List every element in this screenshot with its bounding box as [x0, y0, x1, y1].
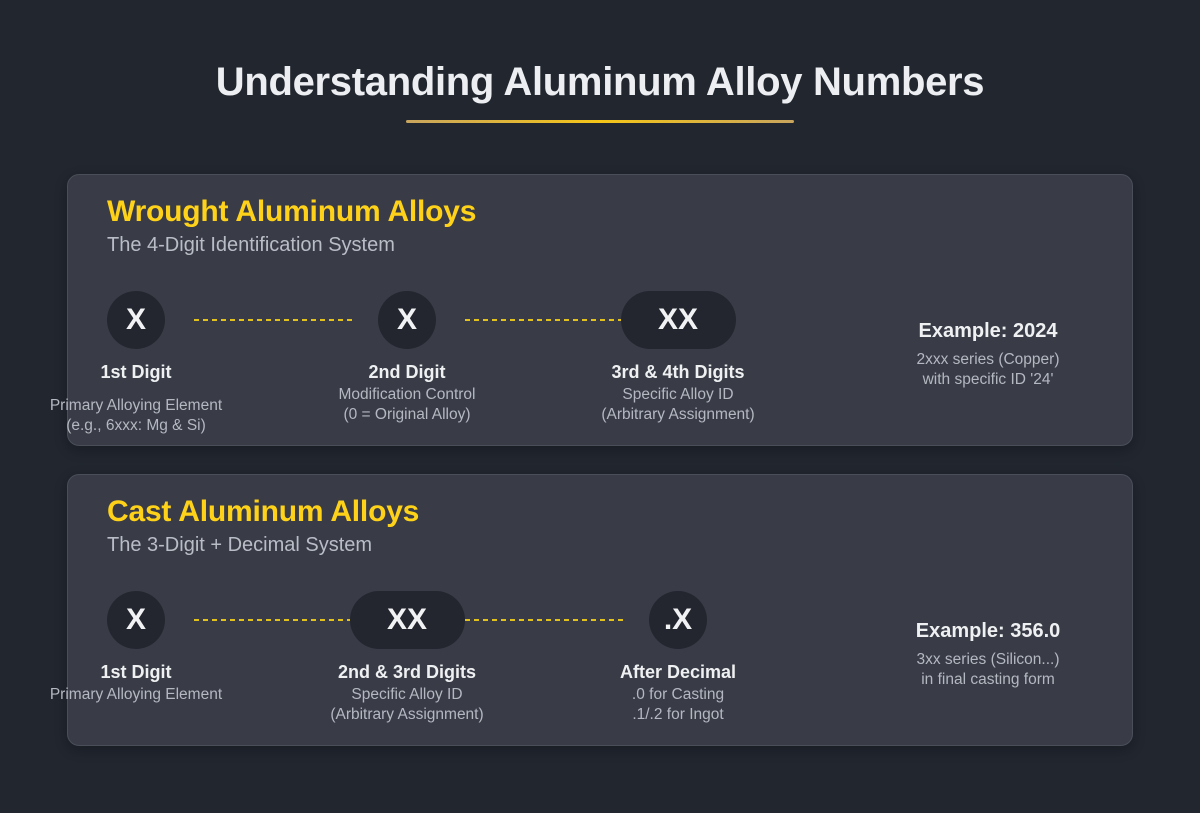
cast-example: Example: 356.0 3xx series (Silicon...) i…: [868, 618, 1108, 690]
example-title: Example: 2024: [918, 320, 1058, 342]
example-description: 2xxx series (Copper): [916, 351, 1060, 368]
wrought-digit-1: X 1st Digit Primary Alloying Element (e.…: [16, 291, 256, 436]
cast-digits-2-3: XX 2nd & 3rd Digits Specific Alloy ID (A…: [287, 591, 527, 725]
digit-description: Specific Alloy ID: [351, 686, 463, 703]
digit-description: Primary Alloying Element: [49, 397, 223, 414]
digit-description: .0 for Casting: [631, 686, 725, 703]
cast-decimal-digit: .X After Decimal .0 for Casting .1/.2 fo…: [558, 591, 798, 725]
example-title: Example: 356.0: [915, 620, 1061, 642]
digit-description: (Arbitrary Assignment): [601, 406, 755, 423]
example-description: 3xx series (Silicon...): [916, 651, 1060, 668]
wrought-alloys-card: Wrought Aluminum Alloys The 4-Digit Iden…: [50, 174, 1133, 446]
digit-badge: X: [107, 591, 165, 649]
cast-heading: Cast Aluminum Alloys: [107, 495, 420, 528]
digit-badge: X: [378, 291, 436, 349]
wrought-digits-3-4: XX 3rd & 4th Digits Specific Alloy ID (A…: [558, 291, 798, 425]
cast-alloys-card: Cast Aluminum Alloys The 3-Digit + Decim…: [50, 474, 1133, 746]
digit-label: 3rd & 4th Digits: [611, 362, 745, 382]
digit-description: (Arbitrary Assignment): [330, 706, 484, 723]
digit-label: 1st Digit: [100, 362, 172, 382]
dashed-connector: [465, 319, 625, 321]
example-description: in final casting form: [921, 671, 1055, 688]
cast-digit-1: X 1st Digit Primary Alloying Element: [16, 591, 256, 705]
example-description: with specific ID '24': [922, 371, 1054, 388]
title-underline-divider: [406, 120, 794, 123]
dashed-connector: [194, 619, 354, 621]
digit-label: 2nd Digit: [368, 362, 446, 382]
digit-description: (e.g., 6xxx: Mg & Si): [66, 417, 206, 434]
digit-label: After Decimal: [619, 662, 737, 682]
digit-description: Specific Alloy ID: [622, 386, 734, 403]
dashed-connector: [194, 319, 354, 321]
wrought-heading: Wrought Aluminum Alloys: [107, 195, 477, 228]
digit-label: 1st Digit: [100, 662, 172, 682]
digit-badge: X: [107, 291, 165, 349]
digit-description: Modification Control: [338, 386, 476, 403]
digit-description: (0 = Original Alloy): [343, 406, 471, 423]
digit-label: 2nd & 3rd Digits: [337, 662, 476, 682]
dashed-connector: [465, 619, 625, 621]
wrought-subtitle: The 4-Digit Identification System: [107, 234, 395, 256]
digit-badge: XX: [349, 591, 465, 649]
page-title: Understanding Aluminum Alloy Numbers: [215, 60, 985, 104]
digit-badge: .X: [649, 591, 707, 649]
digit-description: Primary Alloying Element: [49, 686, 223, 703]
cast-subtitle: The 3-Digit + Decimal System: [107, 534, 373, 556]
digit-badge: XX: [620, 291, 736, 349]
digit-description: .1/.2 for Ingot: [632, 706, 724, 723]
wrought-digit-2: X 2nd Digit Modification Control (0 = Or…: [287, 291, 527, 425]
wrought-example: Example: 2024 2xxx series (Copper) with …: [868, 318, 1108, 390]
